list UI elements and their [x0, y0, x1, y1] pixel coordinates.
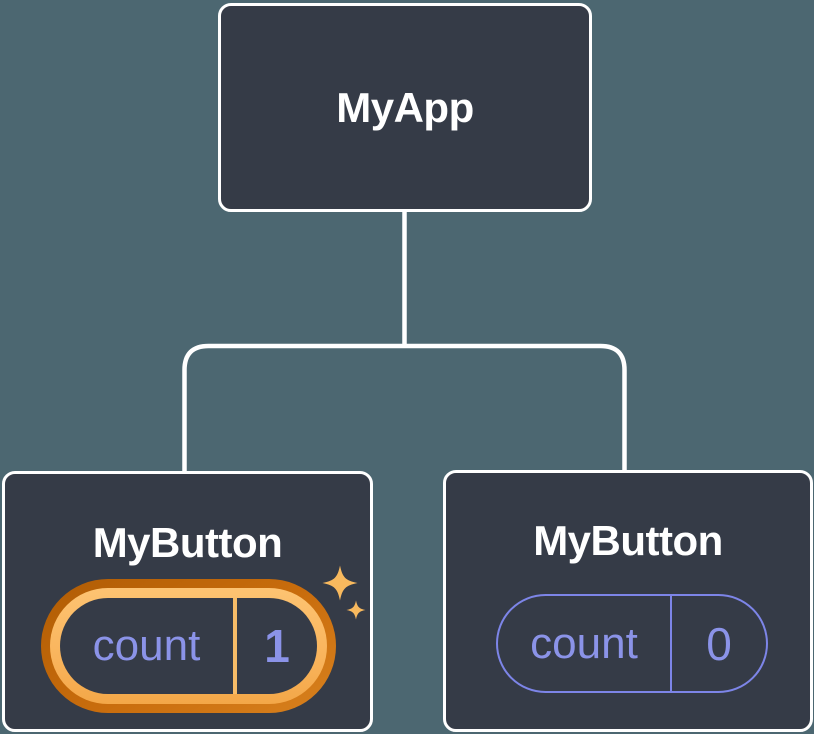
state-pill-body: count 1: [60, 598, 317, 694]
state-pill: count 0: [496, 594, 768, 693]
state-value: 1: [233, 598, 317, 694]
state-name: count: [92, 621, 201, 670]
sparkle-star-small: [346, 600, 366, 620]
tree-node-mybutton-right: MyButton count 0: [443, 470, 813, 732]
tree-node-myapp: MyApp: [218, 3, 592, 212]
tree-node-mybutton-left: MyButton count 1: [2, 471, 373, 732]
state-name: count: [530, 618, 638, 668]
node-label-mybutton-right: MyButton: [533, 517, 723, 564]
node-label-myapp: MyApp: [336, 83, 474, 131]
sparkle-star-large: [322, 565, 358, 601]
state-value: 0: [670, 596, 766, 691]
state-pill-highlight-ring: count 1: [50, 588, 327, 704]
node-label-mybutton-left: MyButton: [92, 519, 283, 566]
connector-children-bracket: [182, 343, 627, 472]
state-pill-highlighted: count 1: [41, 579, 336, 713]
sparkles-icon: [322, 565, 366, 620]
